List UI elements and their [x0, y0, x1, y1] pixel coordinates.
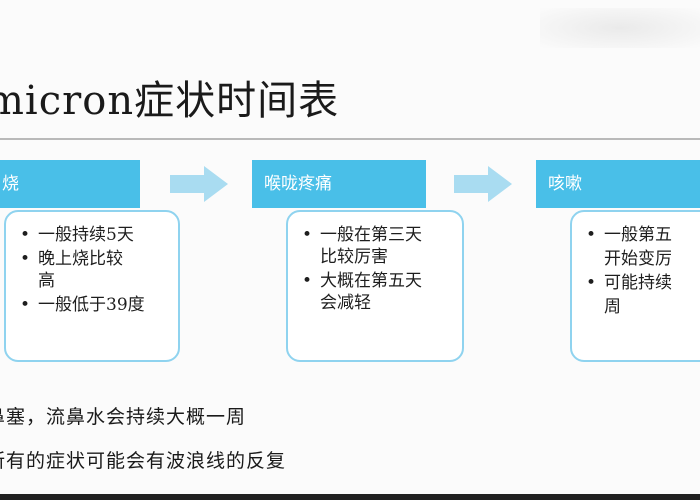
stage-card-sore-throat: 一般在第三天比较厉害 大概在第五天会减轻 — [286, 210, 464, 362]
stage-header-sore-throat: 喉咙疼痛 — [252, 160, 426, 208]
stage-card-cough: 一般第五 开始变厉 可能持续 周 — [570, 210, 700, 362]
note-nasal: 鼻塞，流鼻水会持续大概一周 — [0, 406, 247, 428]
note-recurrence: 所有的症状可能会有波浪线的反复 — [0, 450, 287, 472]
stage-bullet: 可能持续 — [582, 272, 700, 294]
stage-bullet: 大概在第五天会减轻 — [298, 270, 432, 314]
stage-bullet-list: 一般持续5天 晚上烧比较高 一般低于39度 — [16, 224, 168, 316]
stage-bullet-list: 一般在第三天比较厉害 大概在第五天会减轻 — [298, 224, 452, 314]
stage-bullet: 晚上烧比较高 — [16, 248, 136, 292]
stage-bullet: 一般低于39度 — [16, 294, 148, 316]
glare — [540, 8, 700, 48]
stage-bullet-continuation: 开始变厉 — [604, 249, 672, 269]
stage-bullet: 一般持续5天 — [16, 224, 168, 246]
slide-title: micron症状时间表 — [0, 78, 340, 124]
title-divider — [0, 138, 700, 140]
stage-bullet-continuation: 周 — [604, 297, 621, 317]
stage-bullet: 一般在第三天比较厉害 — [298, 224, 432, 268]
right-arrow-icon — [454, 166, 512, 202]
stage-header-cough: 咳嗽 — [536, 160, 700, 208]
stage-card-fever: 一般持续5天 晚上烧比较高 一般低于39度 — [4, 210, 180, 362]
stage-bullet: 一般第五 — [582, 224, 700, 246]
stage-bullet-list: 一般第五 开始变厉 可能持续 周 — [582, 224, 700, 318]
right-arrow-icon — [170, 166, 228, 202]
bottom-bar — [0, 494, 700, 500]
stage-header-fever: 烧 — [0, 160, 140, 208]
